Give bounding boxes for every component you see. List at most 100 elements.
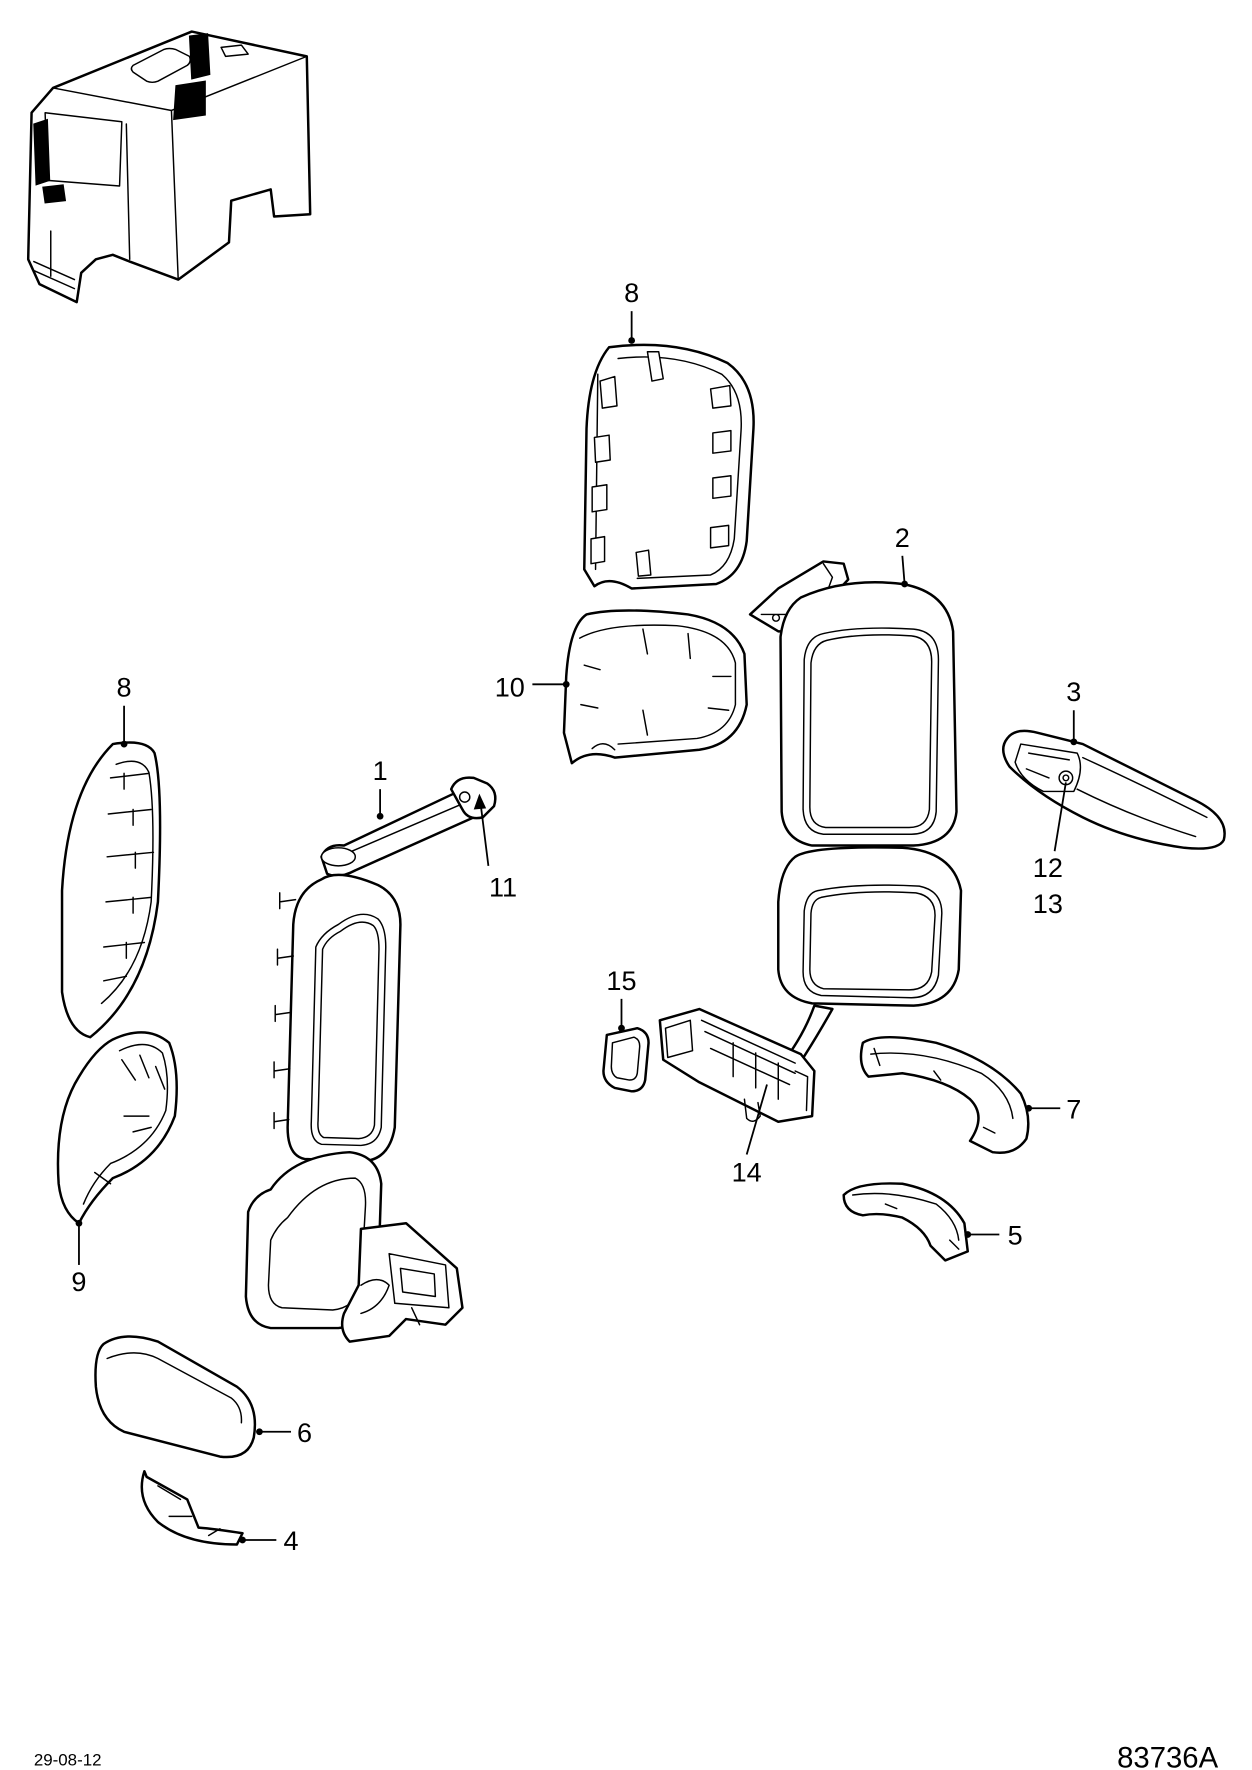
leader-dot xyxy=(562,680,570,688)
leader-dot xyxy=(1070,738,1078,746)
trim-shell xyxy=(842,1182,970,1262)
callout-9: 9 xyxy=(71,1267,86,1297)
support-arm-edge xyxy=(343,803,464,856)
part-5-wide-mirror-trim xyxy=(842,1182,970,1262)
cap-edge xyxy=(106,1352,243,1424)
cover-inner-rim xyxy=(82,1043,169,1205)
part-7-mirror-housing-trim xyxy=(859,1036,1030,1154)
callout-14: 14 xyxy=(732,1158,762,1188)
wide-angle-mirror-glass xyxy=(802,884,943,999)
cover-ribs xyxy=(103,772,155,982)
trim-shell xyxy=(859,1036,1030,1154)
main-mirror-glass-inner xyxy=(317,921,380,1140)
frame-shell xyxy=(562,609,748,765)
trim-clips xyxy=(873,1047,996,1134)
cover-clip xyxy=(591,484,608,513)
leader-dot xyxy=(256,1428,263,1436)
callout-6: 6 xyxy=(297,1418,312,1448)
callout-2: 2 xyxy=(895,523,910,553)
part-8-mirror-cover-top xyxy=(583,343,755,590)
trim-detail xyxy=(157,1485,221,1537)
arm-joint-bolt xyxy=(458,791,471,803)
callout-12: 12 xyxy=(1033,853,1063,883)
trim-shell xyxy=(140,1470,244,1546)
callout-1: 1 xyxy=(373,756,388,786)
leader-dot xyxy=(376,812,384,820)
leader-dot xyxy=(901,580,908,588)
trim-edge xyxy=(851,1192,960,1241)
cover-clip xyxy=(709,524,730,549)
callout-8-left: 8 xyxy=(117,673,132,703)
cover-clip xyxy=(599,375,618,409)
leader-dot xyxy=(628,337,636,344)
callout-7: 7 xyxy=(1066,1094,1081,1124)
cover-clip xyxy=(590,535,606,565)
trim-clip xyxy=(884,1203,960,1250)
cab-right-main-mirror-marker xyxy=(188,33,211,80)
motor-detail xyxy=(664,1019,809,1112)
part-2-right-mirror-assembly xyxy=(748,560,963,1093)
callout-11: 11 xyxy=(489,872,517,902)
cab-roof-hatch xyxy=(130,47,191,84)
part-9-wide-mirror-cover xyxy=(56,1031,178,1225)
arm-pivot xyxy=(320,847,357,867)
part-13-lamp-socket xyxy=(1062,774,1070,782)
leader-2 xyxy=(901,555,906,585)
part-14-motor-unit xyxy=(658,1007,816,1123)
part-15-gasket xyxy=(602,1026,650,1093)
cover-clip xyxy=(712,429,732,454)
cap-shell xyxy=(94,1335,257,1459)
main-mirror-glass xyxy=(310,913,387,1147)
leader-14 xyxy=(745,1084,768,1155)
main-mirror-glass-inner xyxy=(809,634,933,829)
main-mirror-head xyxy=(779,581,958,847)
cover-rib-tabs xyxy=(123,772,137,960)
part-1-left-mirror-assembly xyxy=(244,776,497,1343)
callout-13: 13 xyxy=(1033,889,1063,919)
cab-right-wide-mirror-marker xyxy=(173,80,206,121)
leader-dot xyxy=(239,1536,246,1544)
cover-clip xyxy=(709,384,732,409)
leader-lines xyxy=(75,311,1078,1544)
main-mirror-glass xyxy=(802,627,940,836)
cover-clip xyxy=(593,434,611,463)
motor-housing xyxy=(658,1007,816,1123)
part-3-mirror-arm xyxy=(1002,729,1226,850)
gasket-outer xyxy=(602,1026,650,1093)
leader-dot xyxy=(120,740,128,748)
gasket-inner xyxy=(610,1036,641,1081)
callout-10: 10 xyxy=(495,673,525,703)
cover-shell xyxy=(60,741,162,1039)
part-8-mirror-cover-left xyxy=(60,741,162,1039)
leader-dot xyxy=(964,1231,972,1238)
callout-8-top: 8 xyxy=(624,278,639,308)
part-6-mirror-cap xyxy=(94,1335,257,1459)
cover-inner-rim xyxy=(617,356,742,580)
cab-front-corner-edge xyxy=(170,109,179,281)
leader-dot xyxy=(75,1219,83,1227)
cab-locator-sketch xyxy=(26,30,312,304)
leader-dot xyxy=(1025,1104,1033,1112)
cab-outline xyxy=(26,30,312,304)
frame-inner-rim xyxy=(579,624,737,745)
callout-4: 4 xyxy=(283,1526,298,1556)
arm-ridge xyxy=(1076,756,1208,838)
arm-recess-line xyxy=(1025,752,1071,779)
motor-detail xyxy=(360,1252,450,1326)
cab-door-line xyxy=(125,123,131,261)
part-10-mirror-inner-frame xyxy=(562,609,748,765)
wide-angle-mirror-head xyxy=(777,846,963,1007)
cover-inner-rim xyxy=(100,760,154,1005)
cab-grille-lines xyxy=(33,230,76,290)
cover-shell xyxy=(56,1031,178,1225)
leader-dot xyxy=(618,1024,625,1032)
frame-notch xyxy=(591,743,616,751)
drawing-number: 83736A xyxy=(1117,1742,1218,1770)
callout-15: 15 xyxy=(606,966,636,996)
callout-3: 3 xyxy=(1066,677,1081,707)
cover-clip xyxy=(646,351,664,382)
mirror-head-clips xyxy=(273,892,297,1130)
leader-12-13 xyxy=(1053,782,1067,852)
trim-edge xyxy=(870,1052,1014,1120)
